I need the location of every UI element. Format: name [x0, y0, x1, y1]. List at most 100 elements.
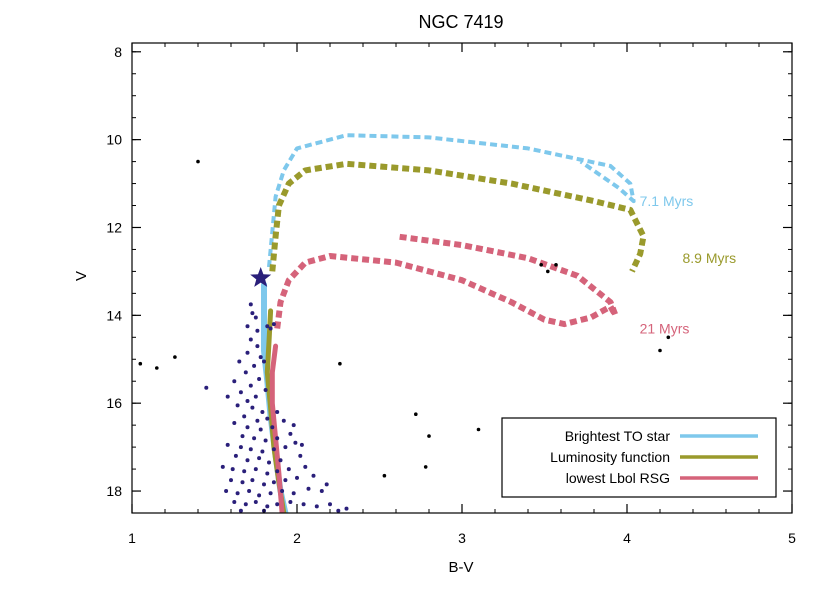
member-star-point [280, 489, 285, 493]
field-star-point [382, 473, 387, 478]
member-star-point [291, 423, 296, 428]
member-star-point [242, 414, 247, 419]
member-star-point [336, 508, 341, 513]
y-tick-label: 16 [106, 395, 122, 411]
member-star-point [295, 475, 299, 480]
member-star-point [257, 493, 262, 498]
member-star-point [324, 482, 329, 487]
member-star-point [224, 489, 229, 493]
member-star-point [229, 478, 233, 483]
member-star-point [248, 383, 253, 388]
member-star-point [245, 350, 250, 355]
isochrone-age-label: 21 Myrs [640, 321, 690, 337]
member-star-point [240, 480, 245, 485]
member-star-point [262, 482, 266, 487]
member-star-point [288, 431, 293, 436]
member-star-point [314, 504, 319, 509]
member-star-point [265, 416, 270, 421]
field-star-point [138, 361, 143, 366]
member-star-point [255, 328, 260, 333]
field-star-point [546, 269, 550, 274]
member-star-point [268, 491, 273, 496]
chart-title: NGC 7419 [418, 12, 503, 32]
x-axis-label: B-V [448, 559, 473, 576]
member-star-point [237, 359, 242, 364]
member-star-point [283, 478, 288, 483]
member-star-point [278, 458, 283, 463]
member-star-point [319, 489, 324, 493]
field-star-point [338, 361, 342, 366]
member-star-point [220, 464, 225, 469]
y-tick-label: 18 [106, 483, 122, 499]
y-tick-label: 14 [106, 307, 122, 323]
member-star-point [271, 322, 276, 327]
member-star-point [299, 442, 304, 447]
field-star-point [196, 159, 200, 164]
member-star-point [250, 405, 255, 410]
member-star-point [243, 502, 248, 507]
member-star-point [248, 447, 253, 452]
y-tick-label: 8 [114, 44, 122, 60]
member-star-point [283, 445, 288, 450]
member-star-point [255, 418, 260, 423]
member-star-point [271, 480, 276, 485]
member-star-point [230, 467, 235, 472]
isochrone-age-label: 8.9 Myrs [683, 250, 737, 266]
field-star-point [423, 465, 428, 469]
member-star-point [262, 359, 266, 364]
y-tick-label: 10 [106, 132, 122, 148]
member-star-point [245, 458, 250, 463]
legend-entry-label: Luminosity function [550, 449, 670, 465]
member-star-point [235, 403, 240, 408]
member-star-point [281, 418, 286, 423]
field-star-point [554, 263, 558, 267]
member-star-point [258, 355, 263, 360]
member-star-point [275, 410, 280, 414]
isochrone-age-label: 7.1 Myrs [640, 193, 694, 209]
member-star-point [258, 427, 263, 432]
member-star-point [260, 449, 265, 454]
member-star-point [265, 471, 270, 476]
member-star-point [233, 453, 238, 458]
member-star-point [232, 421, 237, 425]
x-tick-label: 3 [458, 530, 466, 546]
member-star-point [235, 491, 240, 496]
member-star-point [298, 453, 303, 458]
x-tick-label: 4 [623, 530, 631, 546]
member-star-point [293, 440, 298, 445]
member-star-point [252, 363, 257, 368]
member-star-point [311, 473, 316, 478]
member-star-point [253, 500, 258, 504]
member-star-point [238, 508, 243, 513]
legend-entry-label: lowest Lbol RSG [566, 470, 670, 486]
y-axis-label: V [73, 271, 90, 281]
field-star-point [155, 366, 159, 370]
member-star-point [275, 469, 280, 474]
member-star-point [344, 506, 349, 511]
field-star-point [414, 412, 418, 417]
member-star-point [257, 456, 262, 461]
member-star-point [225, 442, 230, 447]
field-star-point [666, 335, 671, 340]
field-star-point [173, 355, 177, 359]
member-star-point [263, 388, 268, 392]
member-star-point [253, 394, 258, 399]
member-star-point [253, 315, 258, 320]
member-star-point [232, 379, 237, 384]
member-star-point [250, 478, 255, 483]
member-star-point [306, 486, 311, 491]
x-tick-label: 5 [788, 530, 796, 546]
member-star-point [260, 410, 265, 414]
brightest-to-star-marker [250, 267, 272, 287]
member-star-point [238, 445, 243, 450]
member-star-point [248, 302, 253, 307]
y-tick-label: 12 [106, 219, 122, 235]
member-star-point [250, 311, 255, 316]
member-star-point [242, 469, 247, 474]
x-tick-label: 2 [293, 530, 301, 546]
member-star-point [267, 460, 271, 465]
member-star-point [288, 500, 293, 504]
x-tick-label: 1 [128, 530, 136, 546]
